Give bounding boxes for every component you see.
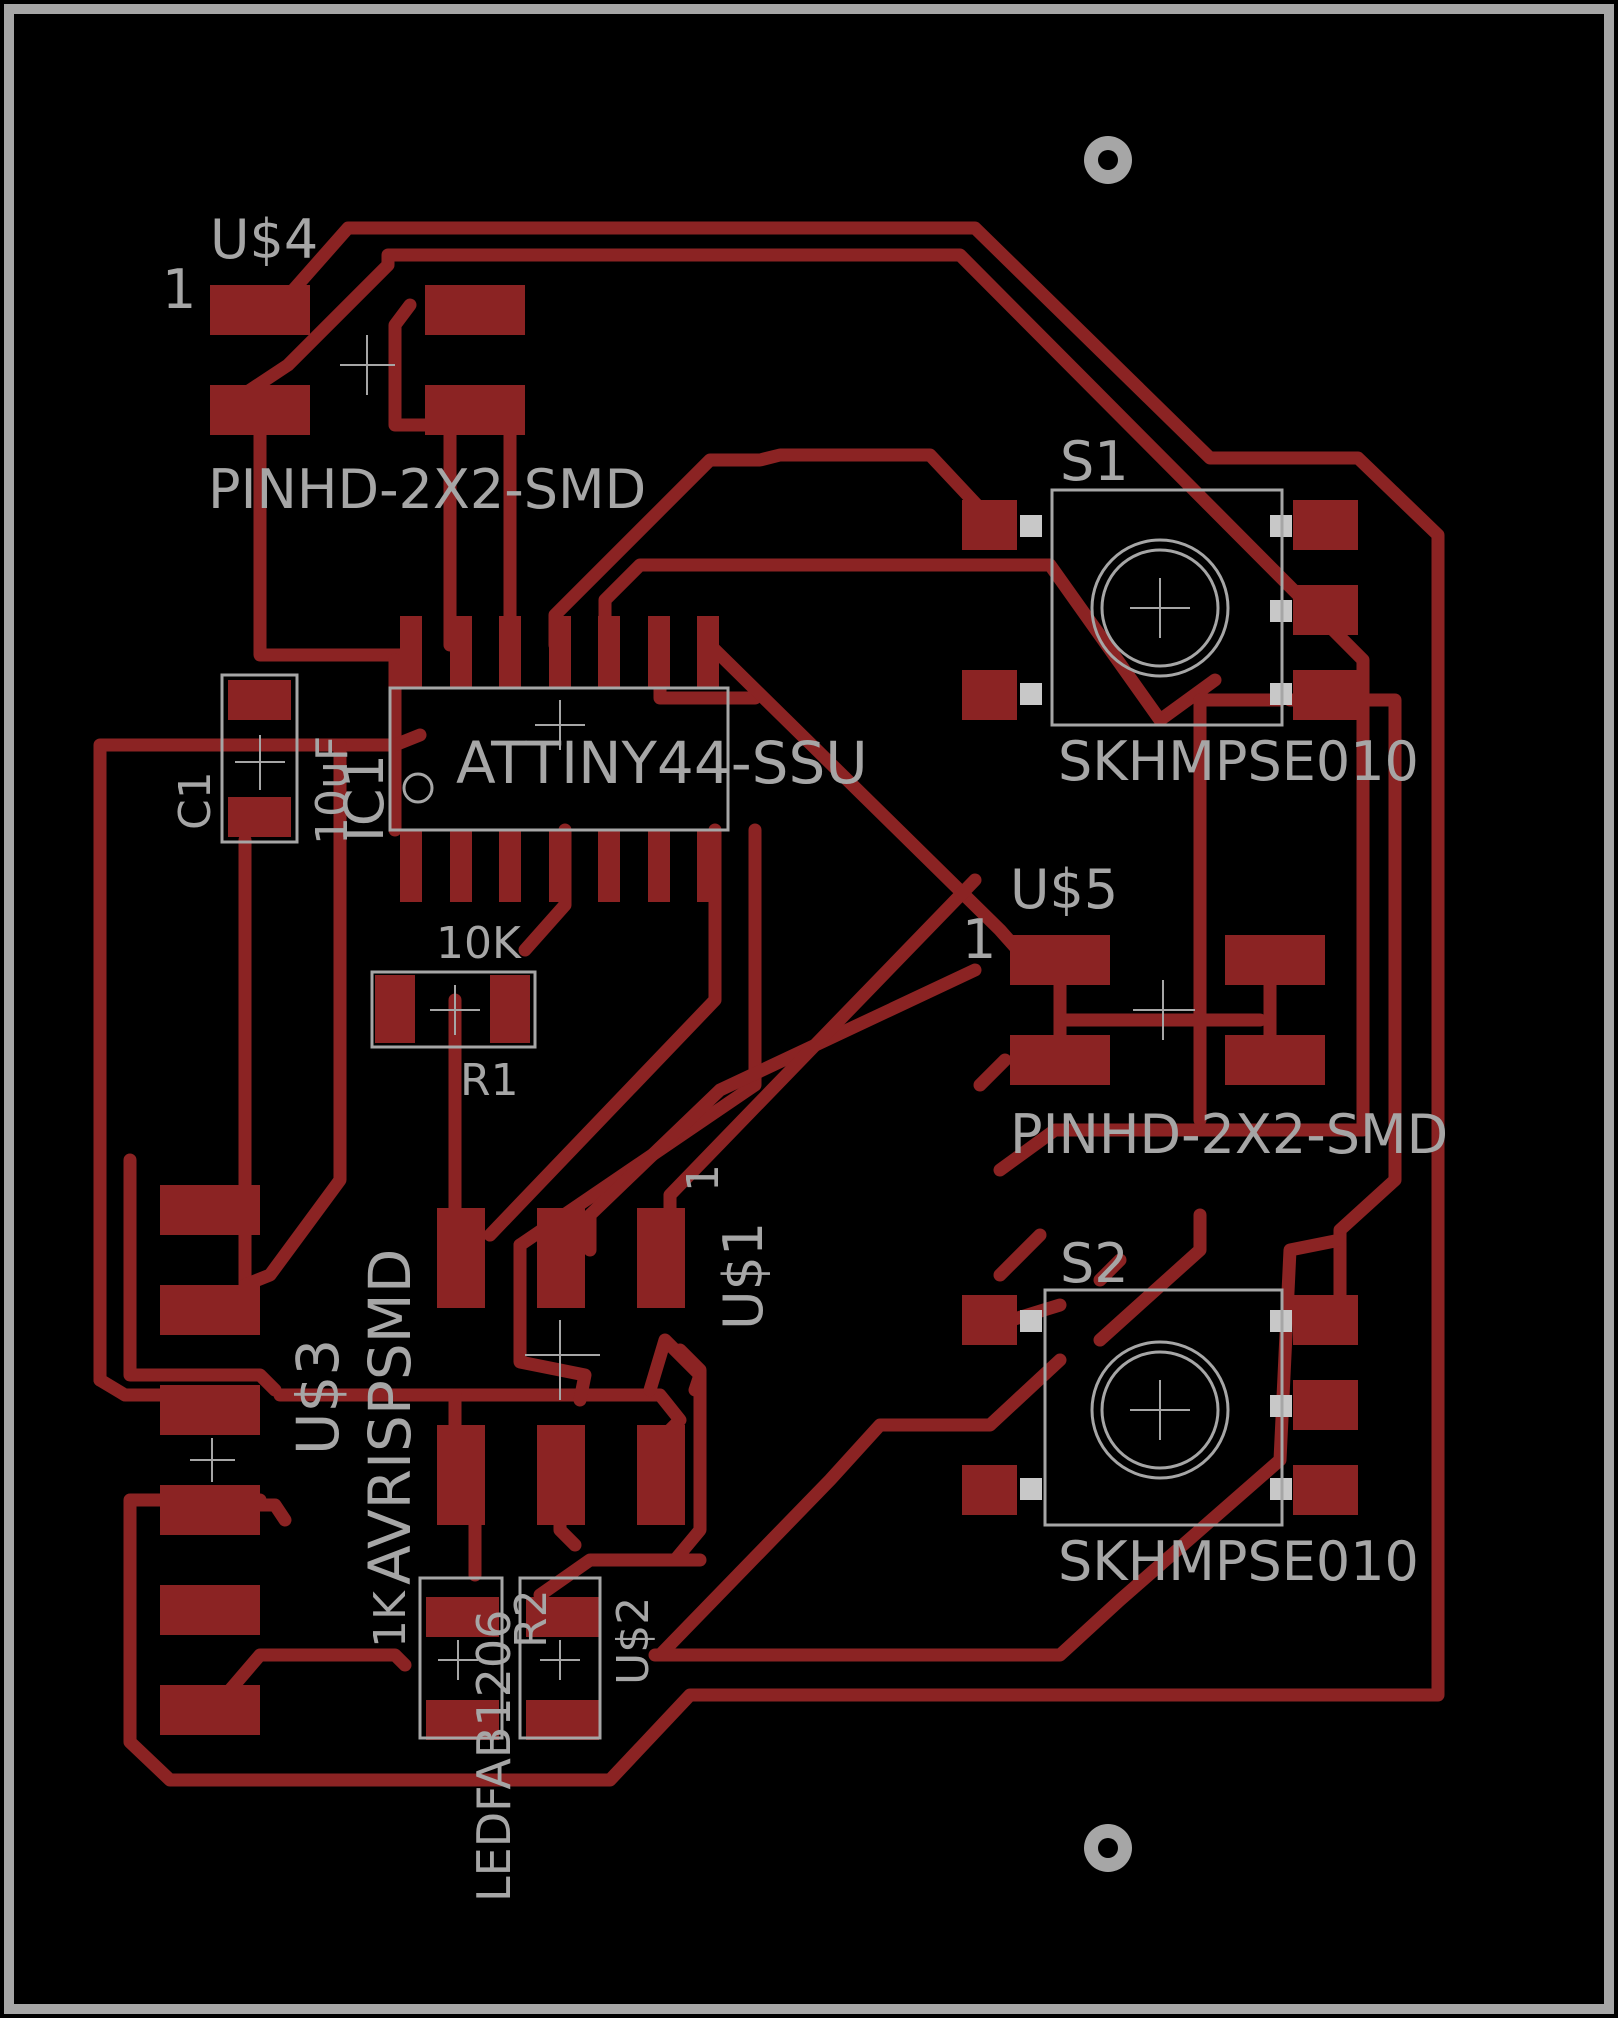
s1-outline (1050, 488, 1284, 727)
ic1-pin-10 (499, 830, 521, 902)
ic1-pin-14 (697, 830, 719, 902)
s2-pad-5 (1293, 1465, 1358, 1515)
us3-pad-3 (160, 1385, 260, 1435)
r1-name: R1 (460, 1055, 519, 1106)
us5-pad-3 (1225, 935, 1325, 985)
us1-pad-3 (637, 1208, 685, 1308)
c1-outline (220, 673, 299, 844)
c1-pad-1 (228, 680, 291, 720)
ic1-pin-6 (648, 616, 670, 688)
r2-outline (418, 1576, 504, 1740)
c1-pad-2 (228, 797, 291, 837)
s1-pad-5 (1293, 670, 1358, 720)
led-outline (518, 1576, 602, 1740)
s1-actuator-inner (1100, 548, 1220, 668)
r2-value: 1K (365, 1590, 416, 1648)
s2-pad-1 (962, 1295, 1017, 1345)
s2-value: SKHMPSE010 (1058, 1530, 1419, 1593)
copper-pads (160, 285, 1358, 1740)
us1-pad-1 (437, 1208, 485, 1308)
r2-pad-2 (426, 1700, 499, 1740)
s1-pad-3 (1293, 500, 1358, 550)
us5-pin1: 1 (962, 908, 996, 971)
c1-value: 10uF (307, 736, 358, 845)
s2-name: S2 (1060, 1232, 1129, 1295)
s2-actuator-outer (1090, 1340, 1230, 1480)
board-outline (4, 4, 1614, 2014)
us5-pad-1 (1010, 935, 1110, 985)
r1-outline (370, 970, 537, 1049)
origin-crosshairs (190, 335, 1195, 1680)
us5-pad-2 (1010, 1035, 1110, 1085)
ic1-pin-13 (648, 830, 670, 902)
avr-pad-2 (537, 1425, 585, 1525)
ic1-pin-8 (400, 830, 422, 902)
us4-pad-2 (210, 385, 310, 435)
us4-pad-3 (425, 285, 525, 335)
us3-pad-4 (160, 1485, 260, 1535)
ic1-pin-2 (450, 616, 472, 688)
avr-pad-3 (637, 1425, 685, 1525)
s2-outline (1043, 1288, 1284, 1527)
s1-value: SKHMPSE010 (1058, 730, 1419, 793)
s2-pad-4 (1293, 1380, 1358, 1430)
ic1-pin-9 (450, 830, 472, 902)
mounting-holes (1084, 136, 1132, 1872)
us5-value: PINHD-2X2-SMD (1010, 1103, 1448, 1166)
us4-value: PINHD-2X2-SMD (208, 458, 646, 521)
us3-pad-1 (160, 1185, 260, 1235)
led-value: LEDFAB1206 (467, 1610, 521, 1902)
s1-pad-2 (962, 670, 1017, 720)
us4-pin1: 1 (162, 258, 196, 321)
us2-name: U$2 (608, 1597, 659, 1685)
r2-name: R2 (506, 1589, 557, 1648)
us3-pad-6 (160, 1685, 260, 1735)
s2-pad-3 (1293, 1295, 1358, 1345)
ic1-pin-1 (400, 616, 422, 688)
us4-name: U$4 (210, 208, 318, 271)
ic1-outline (388, 686, 730, 832)
r1-value: 10K (436, 918, 522, 969)
r2-pad-1 (426, 1597, 499, 1637)
s2-pad-2 (962, 1465, 1017, 1515)
ic1-pin-5 (598, 616, 620, 688)
silkscreen-outlines (220, 488, 1284, 1740)
us3-pad-2 (160, 1285, 260, 1335)
led-pad-2 (526, 1700, 599, 1740)
avr-value: AVRISPSMD (356, 1249, 424, 1585)
ic1-pin-3 (499, 616, 521, 688)
us4-pad-4 (425, 385, 525, 435)
ic1-pin-12 (598, 830, 620, 902)
led-pad-1 (526, 1597, 599, 1637)
r1-pad-2 (490, 975, 530, 1043)
ic1-pin1-dot (402, 772, 434, 804)
us1-pin1: 1 (678, 1164, 729, 1192)
ic1-pin-4 (549, 616, 571, 688)
s1-pad-4 (1293, 585, 1358, 635)
us3-pad-5 (160, 1585, 260, 1635)
s1-pad-1 (962, 500, 1017, 550)
s1-actuator-outer (1090, 538, 1230, 678)
s2-actuator-inner (1100, 1350, 1220, 1470)
us5-name: U$5 (1010, 858, 1118, 921)
avr-pad-1 (437, 1425, 485, 1525)
us1-name: U$1 (712, 1222, 775, 1330)
ic1-pin-11 (549, 830, 571, 902)
c1-name: C1 (170, 771, 221, 830)
ic1-pin-7 (697, 616, 719, 688)
ic1-value: ATTINY44-SSU (456, 729, 868, 797)
us3-name: U$3 (284, 1339, 352, 1455)
us4-pad-1 (210, 285, 310, 335)
ic1-name: IC1 (333, 754, 396, 842)
us1-pad-2 (537, 1208, 585, 1308)
us5-pad-4 (1225, 1035, 1325, 1085)
r1-pad-1 (375, 975, 415, 1043)
silkscreen-labels: U$4 1 PINHD-2X2-SMD S1 SKHMPSE010 C1 10u… (162, 208, 1448, 1902)
s1-name: S1 (1060, 430, 1129, 493)
